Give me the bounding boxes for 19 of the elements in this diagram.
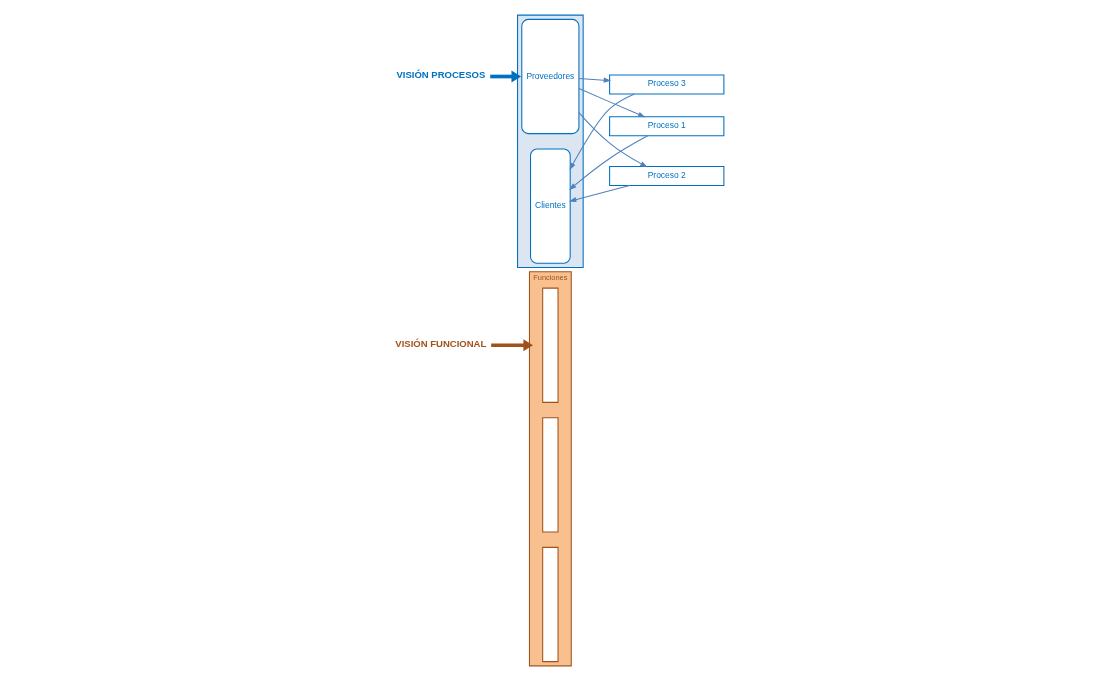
cluster [516, 14, 584, 268]
arrow [489, 70, 521, 83]
node-box: Proceso 2 [608, 165, 724, 186]
node-box: Proveedores [520, 18, 579, 135]
node-box: Proceso 3 [608, 74, 724, 95]
arrow [568, 135, 648, 191]
node-text: VISIÓN PROCESOS [395, 69, 485, 81]
node-box: Proceso 1 [608, 116, 724, 137]
node-box: Clientes [529, 148, 571, 264]
arrow [577, 77, 611, 83]
arrow [577, 112, 648, 168]
node-bar [541, 417, 559, 533]
arrow [568, 185, 630, 203]
arrow [490, 339, 533, 352]
node-text: VISIÓN FUNCIONAL [394, 338, 486, 350]
node-bar [541, 287, 559, 403]
arrow [577, 88, 645, 118]
arrow [569, 93, 635, 171]
node-bar [541, 546, 559, 663]
